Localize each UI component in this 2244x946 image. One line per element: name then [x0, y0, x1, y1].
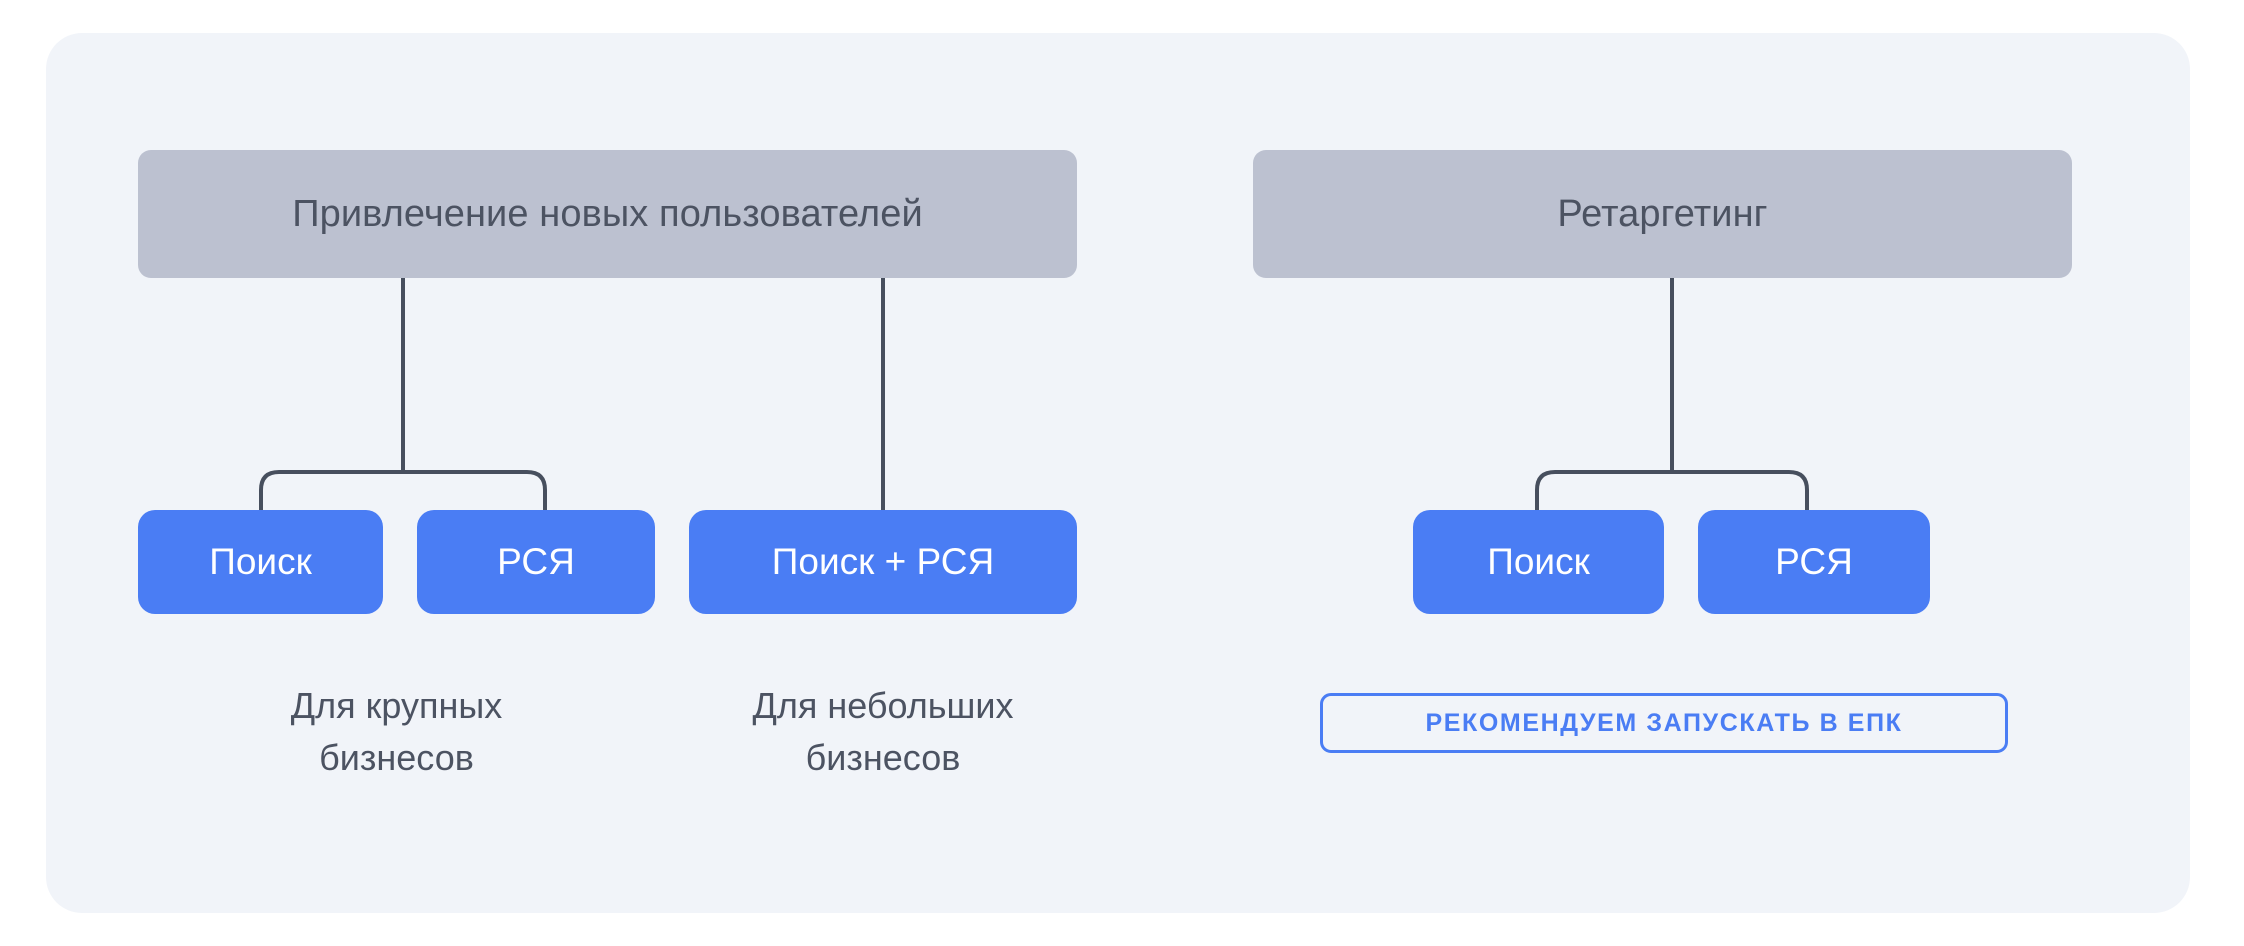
node-rsya-retargeting[interactable]: РСЯ — [1698, 510, 1930, 614]
caption-small-business-line-2: бизнесов — [805, 737, 961, 778]
caption-small-business: Для небольших бизнесов — [689, 680, 1077, 784]
caption-large-business: Для крупных бизнесов — [138, 680, 655, 784]
caption-large-business-line-2: бизнесов — [319, 737, 474, 778]
node-search-acquisition[interactable]: Поиск — [138, 510, 383, 614]
node-rsya-acquisition[interactable]: РСЯ — [417, 510, 655, 614]
node-search-retargeting[interactable]: Поиск — [1413, 510, 1664, 614]
node-search-plus-rsya[interactable]: Поиск + РСЯ — [689, 510, 1077, 614]
caption-large-business-line-1: Для крупных — [290, 685, 503, 726]
group-header-acquisition: Привлечение новых пользователей — [138, 150, 1077, 278]
caption-small-business-line-1: Для небольших — [752, 685, 1014, 726]
recommendation-badge: РЕКОМЕНДУЕМ ЗАПУСКАТЬ В ЕПК — [1320, 693, 2008, 753]
group-header-retargeting: Ретаргетинг — [1253, 150, 2072, 278]
